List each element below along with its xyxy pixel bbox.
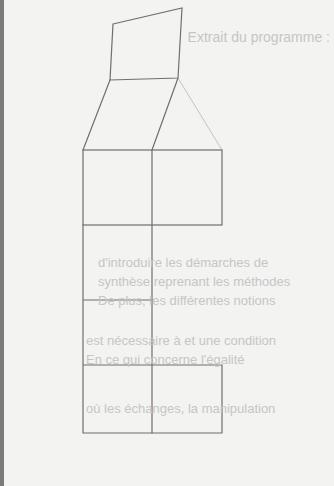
paper-edge: [0, 0, 4, 486]
bleed-through-text: d'introduire les démarches de: [98, 256, 268, 269]
middle-line: [151, 150, 152, 433]
bleed-through-text: De plus, les différentes notions: [98, 294, 276, 307]
bleed-through-text: où les échanges, la manipulation: [86, 402, 275, 415]
slanted-face: [83, 78, 178, 150]
slanted-face: [110, 8, 182, 80]
cube-net: [83, 8, 222, 433]
faint-line: [178, 78, 222, 150]
bleed-through-text: En ce qui concerne l'égalité: [86, 353, 245, 366]
bleed-through-text: est nécessaire à et une condition: [86, 334, 276, 347]
bleed-through-text: Extrait du programme :: [188, 30, 330, 44]
bleed-through-text: synthèse reprenant les méthodes: [98, 275, 290, 288]
